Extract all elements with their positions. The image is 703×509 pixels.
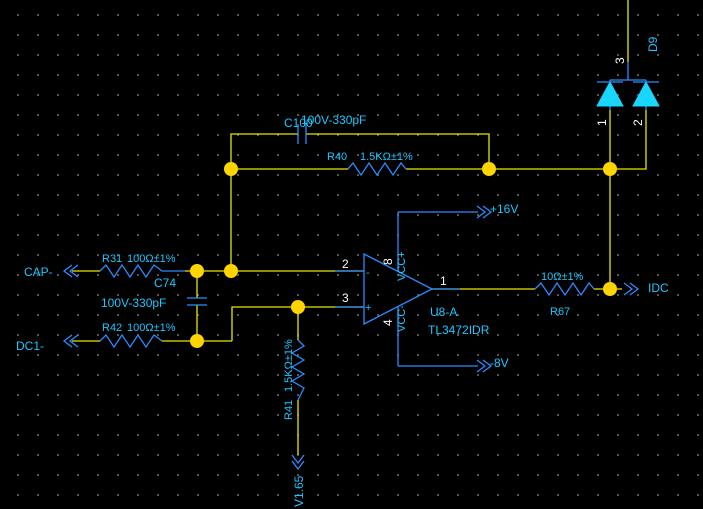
pin-number-2: 2 xyxy=(342,257,349,271)
resistor-r41[interactable]: R41 1.5KΩ±1% xyxy=(283,339,306,420)
capacitor-c74[interactable]: C74 100V-330pF xyxy=(101,276,207,310)
net-label-idc: IDC xyxy=(648,281,669,295)
resistor-r42[interactable]: R42 100Ω±1% xyxy=(99,322,176,349)
port-vneg8-arrow1 xyxy=(476,359,487,373)
port-v165-arrow2 xyxy=(291,460,305,471)
junction-output xyxy=(603,282,617,296)
wire-noninverting-input xyxy=(231,306,364,341)
c100-value: 100V-330pF xyxy=(301,113,366,127)
junction-feedback-left xyxy=(224,162,238,176)
junction-feedback-right xyxy=(482,162,496,176)
port-idc-arrow2 xyxy=(629,282,640,296)
r67-value: 10Ω±1% xyxy=(541,271,584,283)
junction-inverting xyxy=(224,264,238,278)
port-v165[interactable]: V1.65 xyxy=(291,454,306,507)
junction-dc1-node xyxy=(190,334,204,348)
r42-zigzag xyxy=(99,333,163,349)
port-vneg8-arrow2 xyxy=(482,359,493,373)
r41-value: 1.5KΩ±1% xyxy=(283,339,295,392)
port-cap-arrow2 xyxy=(68,264,79,278)
port-dc1-minus[interactable]: DC1- xyxy=(16,334,79,353)
r31-ref: R31 xyxy=(102,253,122,265)
r42-ref: R42 xyxy=(102,322,122,334)
port-idc-arrow1 xyxy=(623,282,634,296)
opamp-minus-sign: - xyxy=(366,267,370,279)
net-label-dc1-minus: DC1- xyxy=(16,339,44,353)
port-v165-arrow1 xyxy=(291,454,305,465)
opamp-vccp-label: VCC+ xyxy=(396,251,408,281)
opamp-ref: U8-A xyxy=(430,305,457,319)
port-vneg8[interactable]: -8V xyxy=(476,356,509,373)
c74-ref: C74 xyxy=(154,276,176,290)
wire-d9-pin2 xyxy=(610,110,647,170)
junction-diode xyxy=(603,162,617,176)
r31-zigzag xyxy=(99,263,185,279)
port-v16[interactable]: +16V xyxy=(476,202,518,219)
d9-ref: D9 xyxy=(646,36,660,52)
pin-number-3: 3 xyxy=(342,291,349,305)
capacitor-c100[interactable]: C100 100V-330pF xyxy=(284,113,366,144)
net-label-v165: V1.65 xyxy=(292,475,306,507)
d9-pin-1: 1 xyxy=(595,119,609,126)
port-v16-arrow1 xyxy=(476,205,487,219)
junction-noninverting xyxy=(291,300,305,314)
port-v16-arrow2 xyxy=(482,205,493,219)
resistor-r67[interactable]: 10Ω±1% R67 xyxy=(534,271,595,318)
port-dc1-arrow2 xyxy=(68,334,79,348)
opamp-part: TL3472IDR xyxy=(428,323,490,337)
port-dc1-arrow1 xyxy=(62,334,73,348)
wires xyxy=(72,0,647,455)
port-cap-minus[interactable]: CAP- xyxy=(24,264,79,279)
opamp-plus-sign: + xyxy=(365,302,371,314)
c74-value: 100V-330pF xyxy=(101,296,166,310)
pin-number-4: 4 xyxy=(381,319,395,326)
opamp-vccn-label: VCC- xyxy=(396,305,408,332)
r67-zigzag xyxy=(534,281,595,297)
net-label-v16: +16V xyxy=(490,202,518,216)
d9-diode-left xyxy=(596,80,624,107)
diode-d9[interactable]: D9 3 1 2 xyxy=(595,36,660,126)
junctions xyxy=(190,162,617,348)
d9-pin-3: 3 xyxy=(613,57,627,64)
net-label-cap-minus: CAP- xyxy=(24,265,53,279)
wire-feedback-cap-loop xyxy=(230,133,298,169)
r41-zigzag xyxy=(290,339,306,401)
wire-feedback-cap-loop-right xyxy=(306,133,490,169)
net-label-vneg8: -8V xyxy=(490,356,509,370)
junction-cap-node xyxy=(190,264,204,278)
r42-value: 100Ω±1% xyxy=(127,322,176,334)
d9-pin-2: 2 xyxy=(631,119,645,126)
d9-diode-right xyxy=(632,80,660,107)
opamp-u8a[interactable]: - + VCC+ VCC- 2 3 1 8 4 U8-A TL3472IDR xyxy=(335,211,490,367)
resistor-r31[interactable]: R31 100Ω±1% xyxy=(99,253,185,279)
r40-ref: R40 xyxy=(327,151,347,163)
r40-zigzag xyxy=(347,161,407,177)
port-cap-arrow1 xyxy=(62,264,73,278)
opamp-triangle xyxy=(363,252,434,326)
r41-ref: R41 xyxy=(283,400,295,420)
pin-number-1: 1 xyxy=(440,274,447,288)
port-idc[interactable]: IDC xyxy=(623,281,669,296)
pin-number-8: 8 xyxy=(381,258,395,265)
r31-value: 100Ω±1% xyxy=(127,253,176,265)
c100-ref: C100 xyxy=(284,116,313,130)
r40-value: 1.5KΩ±1% xyxy=(360,151,413,163)
resistor-r40[interactable]: R40 1.5KΩ±1% xyxy=(327,151,413,177)
r67-ref: R67 xyxy=(550,306,570,318)
